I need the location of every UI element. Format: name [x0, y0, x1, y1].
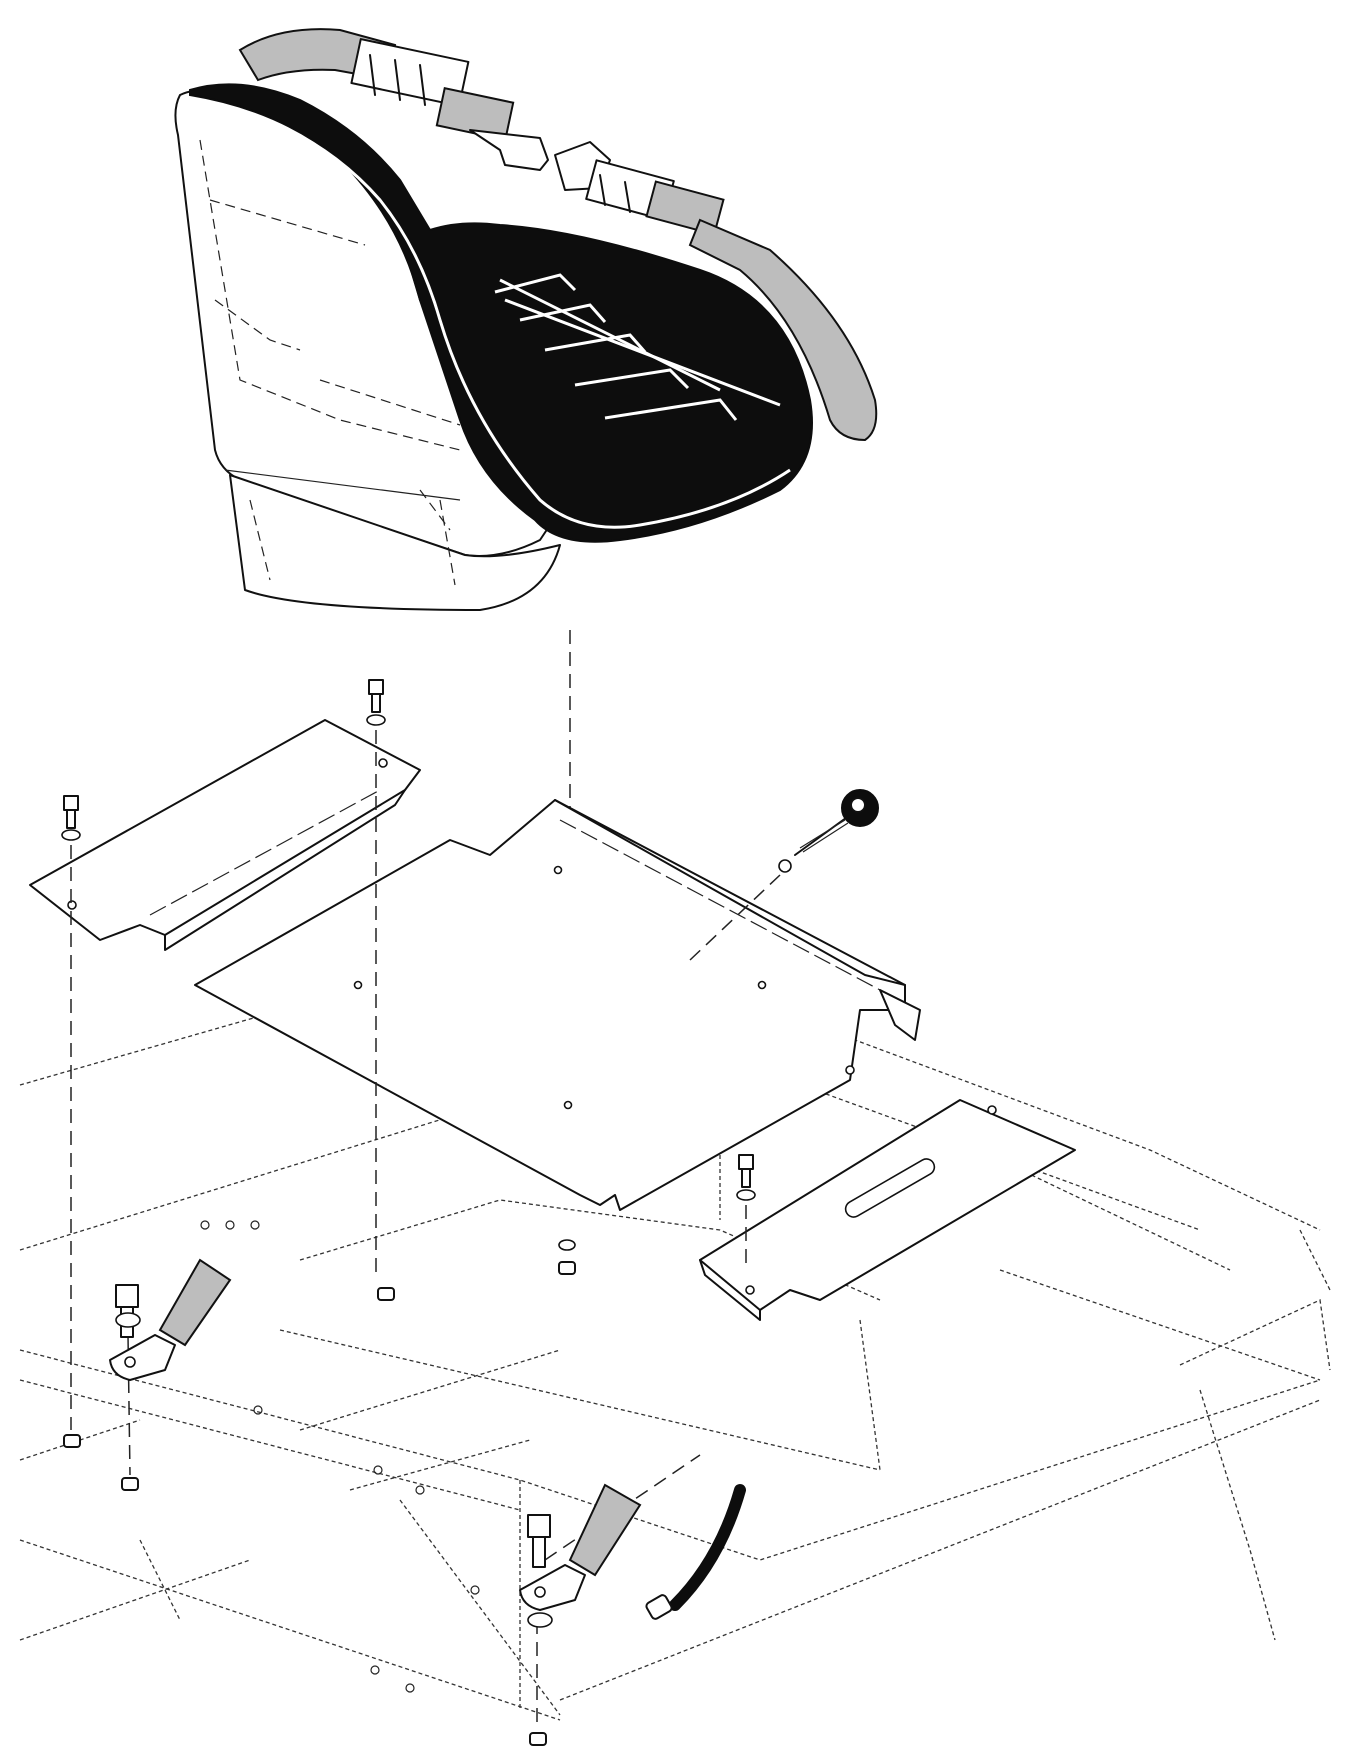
- nut-bottom: [529, 1732, 547, 1746]
- nut-center: [558, 1261, 576, 1275]
- right-slotted-rail-plate: [699, 1099, 1076, 1321]
- lap-belt: [238, 28, 878, 442]
- bolt-top-center: [366, 679, 386, 726]
- hose-fitting: [645, 1594, 673, 1620]
- belt-buckle-right: [554, 141, 725, 236]
- bolt-left: [61, 795, 81, 841]
- belt-anchor-right: [519, 1483, 642, 1628]
- washer-center: [558, 1239, 576, 1251]
- nut-frame: [377, 1287, 395, 1301]
- hose: [669, 1484, 746, 1611]
- bolts-washers-nuts: [61, 679, 756, 1746]
- nut-left-2: [121, 1477, 139, 1491]
- seat-mount-plate: [194, 799, 921, 1211]
- nut-left: [63, 1434, 81, 1448]
- bolt-right-plate: [736, 1154, 756, 1201]
- frame-holes: [195, 1220, 480, 1693]
- adjustment-knob: [689, 789, 879, 961]
- seat: [174, 83, 813, 611]
- seat-ribs: [494, 273, 738, 421]
- belt-buckle-left: [350, 38, 549, 171]
- belt-anchor-left: [109, 1258, 232, 1381]
- left-rail-plate: [29, 719, 421, 951]
